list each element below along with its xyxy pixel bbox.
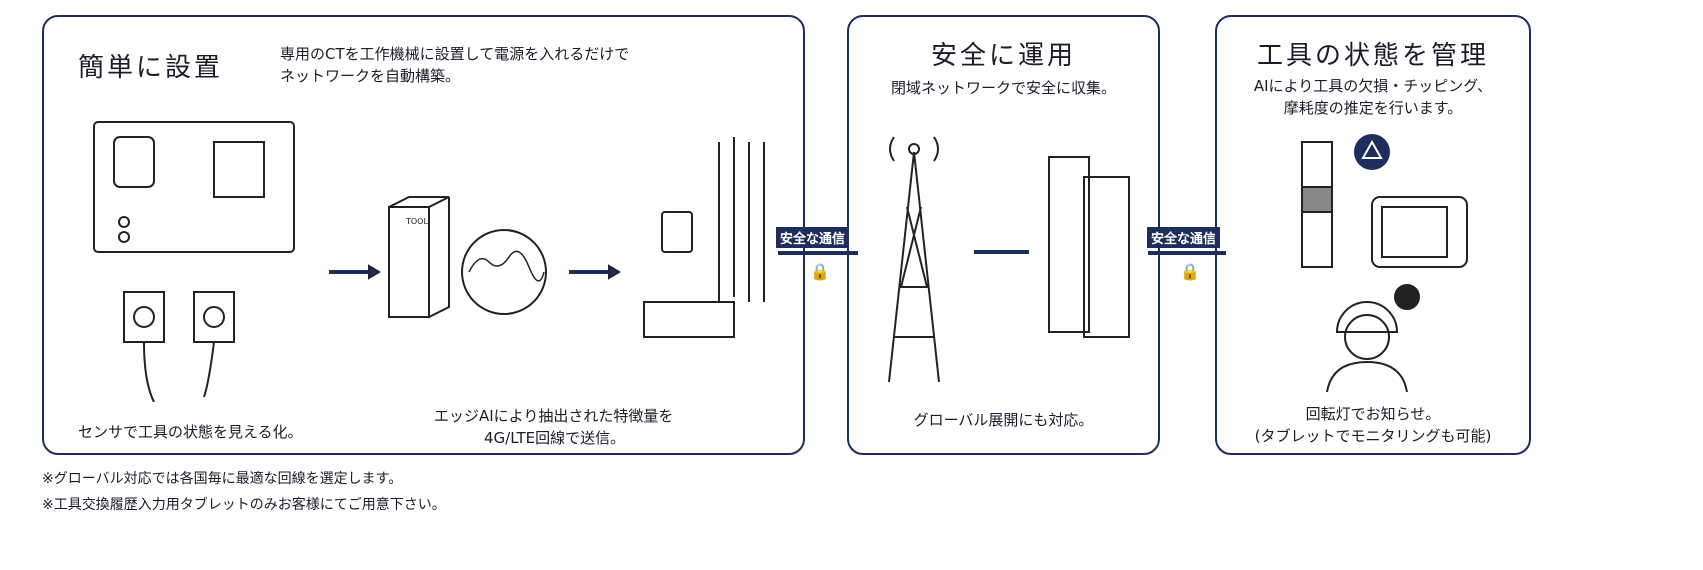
panel-desc: 閉域ネットワークで安全に収集。: [890, 79, 1116, 97]
caption-edge-1: エッジAIにより抽出された特徴量を: [434, 407, 674, 425]
lte-router-icon: [643, 137, 765, 338]
secure-link-badge: 安全な通信: [776, 227, 850, 248]
panel-title: 工具の状態を管理: [1256, 41, 1489, 71]
panel-tool-management: 工具の状態を管理 AIにより工具の欠損・チッピング、 摩耗度の推定を行います。 …: [1215, 15, 1531, 455]
ct-sensor-icon: [123, 291, 235, 402]
panel-desc-1: AIにより工具の欠損・チッピング、: [1253, 77, 1493, 95]
lock-icon: 🔒: [1180, 262, 1200, 281]
signal-tower-light-icon: [1301, 141, 1333, 268]
alert-illustration: [1301, 134, 1468, 392]
network-illustration: [888, 136, 1130, 383]
device-logo: TOOL: [405, 217, 428, 226]
data-center-icon: [1048, 156, 1130, 338]
caption-edge-2: 4G/LTE回線で送信。: [484, 429, 626, 447]
lock-icon: 🔒: [810, 262, 830, 281]
edge-device-icon: [388, 196, 450, 319]
link-line: [1148, 251, 1226, 255]
panel-title: 安全に運用: [930, 41, 1076, 71]
waveform-icon: [461, 229, 547, 315]
panel-desc-2: ネットワークを自動構築。: [280, 67, 461, 85]
footnote-1: ※グローバル対応では各国毎に最適な回線を選定します。: [42, 471, 403, 487]
secure-link-badge: 安全な通信: [1147, 227, 1221, 248]
caption-sensor: センサで工具の状態を見える化。: [78, 423, 303, 441]
warning-icon: [1354, 134, 1390, 170]
footnote-2: ※工具交換履歴入力用タブレットのみお客様にてご用意下さい。: [42, 497, 446, 513]
panel-easy-install: 簡単に設置 専用のCTを工作機械に設置して電源を入れるだけで ネットワークを自動…: [42, 15, 805, 455]
tablet-icon: [1371, 196, 1468, 268]
cell-tower-icon: [888, 136, 940, 383]
worker-icon: [1326, 284, 1420, 392]
panel-secure-operation: 安全に運用 閉域ネットワークで安全に収集。 グローバル展開にも対応。: [847, 15, 1160, 455]
panel-desc-2: 摩耗度の推定を行います。: [1283, 99, 1463, 117]
panel-desc-1: 専用のCTを工作機械に設置して電源を入れるだけで: [280, 45, 630, 63]
machine-tool-icon: [93, 121, 295, 253]
panel-caption-1: 回転灯でお知らせ。: [1305, 405, 1441, 423]
link-line: [778, 251, 858, 255]
panel-caption: グローバル展開にも対応。: [913, 411, 1094, 429]
panel-caption-2: (タブレットでモニタリングも可能): [1254, 427, 1492, 445]
panel-title: 簡単に設置: [78, 53, 224, 83]
install-illustration: TOOL: [93, 121, 765, 402]
